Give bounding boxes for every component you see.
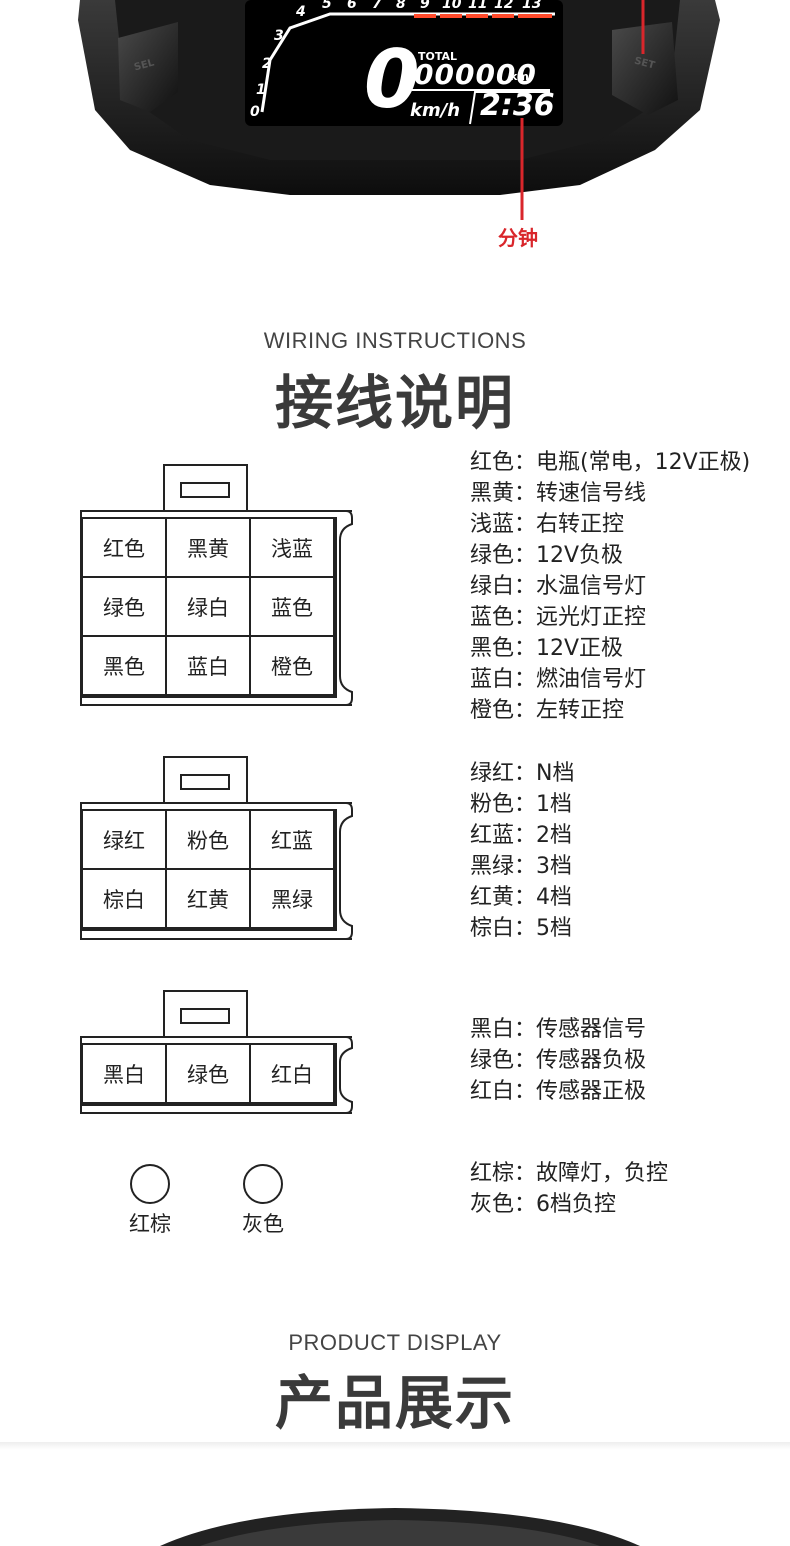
legend-item: 绿色：传感器负极 [470, 1048, 647, 1073]
pin-cell: 浅蓝 [251, 519, 335, 578]
redline-bars [414, 14, 552, 18]
singles-legend: 红棕：故障灯，负控 灰色：6档负控 [470, 1158, 668, 1220]
pin-cell: 黑白 [83, 1045, 167, 1104]
pin-cell: 橙色 [251, 637, 335, 696]
legend-item: 浅蓝：右转正控 [470, 512, 625, 537]
rpm-tick-label: 2 [262, 56, 272, 72]
product-heading-cn: 产品展示 [274, 1369, 515, 1437]
connector-latch [163, 464, 248, 512]
connector-grid: 黑白 绿色 红白 [81, 1043, 337, 1106]
rpm-tick-label: 1 [256, 82, 266, 98]
wiring-heading-en: WIRING INSTRUCTIONS [263, 328, 527, 353]
rpm-tick-label: 7 [372, 0, 382, 12]
legend-item: 粉色：1档 [470, 792, 572, 817]
connector-body [80, 802, 352, 940]
product-heading-en: PRODUCT DISPLAY [288, 1330, 502, 1355]
legend-item: 红白：传感器正极 [470, 1079, 647, 1104]
pin-cell: 绿白 [167, 578, 251, 637]
dashboard-photo: 0 1 2 3 4 5 6 7 8 9 10 11 12 13 0 km/h T… [0, 0, 790, 260]
connector-3pin: 黑白 绿色 红白 [80, 990, 356, 1114]
legend-item: 黑色：12V正极 [470, 636, 624, 661]
rpm-tick-label: 13 [522, 0, 542, 12]
legend-item: 黑绿：3档 [470, 854, 572, 879]
legend-item: 蓝色：远光灯正控 [470, 605, 647, 630]
pin-cell: 蓝白 [167, 637, 251, 696]
rpm-tick-label: 8 [396, 0, 406, 12]
rpm-tick-label: 11 [468, 0, 488, 12]
connector-grid: 绿红 粉色 红蓝 棕白 红黄 黑绿 [81, 809, 337, 931]
odometer-unit: km [510, 70, 529, 83]
connector-side [326, 1036, 353, 1114]
legend-item: 红黄：4档 [470, 885, 572, 910]
rpm-tick-label: 4 [296, 4, 306, 20]
pin-cell: 绿色 [167, 1045, 251, 1104]
pin-cell: 红色 [83, 519, 167, 578]
speed-unit: km/h [410, 100, 461, 121]
connector-grid: 红色 黑黄 浅蓝 绿色 绿白 蓝色 黑色 蓝白 橙色 [81, 517, 337, 698]
connector-latch [163, 990, 248, 1038]
pin-cell: 红蓝 [251, 811, 335, 870]
legend-item: 黑白：传感器信号 [470, 1017, 647, 1042]
single-wire-terminal [130, 1164, 170, 1204]
legend-item: 灰色：6档负控 [470, 1192, 616, 1217]
legend-item: 绿白：水温信号灯 [470, 574, 647, 599]
section-divider [0, 1442, 790, 1450]
pin-cell: 棕白 [83, 870, 167, 929]
connector-6pin: 绿红 粉色 红蓝 棕白 红黄 黑绿 [80, 756, 356, 940]
wiring-heading-cn: 接线说明 [274, 369, 515, 437]
single-wire-label: 红棕 [129, 1212, 171, 1236]
pin-cell: 绿色 [83, 578, 167, 637]
connector-body [80, 510, 352, 706]
set-button-shape [612, 22, 678, 115]
total-label: TOTAL [418, 50, 458, 63]
speed-readout: 0 [364, 33, 420, 126]
legend-item: 蓝白：燃油信号灯 [470, 667, 647, 692]
single-wire-label: 灰色 [242, 1212, 284, 1236]
rpm-tick-label: 5 [322, 0, 332, 12]
pin-cell: 红黄 [167, 870, 251, 929]
rpm-tick-label: 3 [274, 28, 284, 44]
rpm-tick-label: 12 [494, 0, 514, 12]
connector-latch [163, 756, 248, 804]
connector1-legend: 红色：电瓶(常电，12V正极) 黑黄：转速信号线 浅蓝：右转正控 绿色：12V负… [470, 447, 750, 726]
lcd-screen [245, 0, 563, 126]
rpm-tick-label: 6 [347, 0, 357, 12]
legend-item: 红蓝：2档 [470, 823, 572, 848]
minute-annotation: 分钟 [498, 226, 538, 250]
connector3-legend: 黑白：传感器信号 绿色：传感器负极 红白：传感器正极 [470, 1014, 646, 1107]
legend-item: 红棕：故障灯，负控 [470, 1161, 669, 1186]
rpm-tick-label: 9 [420, 0, 430, 12]
single-wire-terminal [243, 1164, 283, 1204]
legend-item: 绿色：12V负极 [470, 543, 624, 568]
connector-side [326, 802, 353, 940]
pin-cell: 黑黄 [167, 519, 251, 578]
pin-cell: 黑绿 [251, 870, 335, 929]
pin-cell: 蓝色 [251, 578, 335, 637]
rpm-tick-label: 10 [442, 0, 462, 12]
rpm-tick-label: 0 [250, 104, 260, 120]
pin-cell: 红白 [251, 1045, 335, 1104]
legend-item: 橙色：左转正控 [470, 698, 625, 723]
connector-9pin: 红色 黑黄 浅蓝 绿色 绿白 蓝色 黑色 蓝白 橙色 [80, 464, 356, 706]
sel-button-shape [118, 22, 178, 112]
pin-cell: 黑色 [83, 637, 167, 696]
pin-cell: 粉色 [167, 811, 251, 870]
odometer-readout: 000000 [414, 58, 537, 91]
clock-readout: 2:36 [480, 88, 555, 123]
connector2-legend: 绿红：N档 粉色：1档 红蓝：2档 黑绿：3档 红黄：4档 棕白：5档 [470, 758, 574, 944]
legend-item: 棕白：5档 [470, 916, 572, 941]
legend-item: 红色：电瓶(常电，12V正极) [470, 450, 751, 475]
legend-item: 黑黄：转速信号线 [470, 481, 647, 506]
connector-side [326, 510, 353, 706]
legend-item: 绿红：N档 [470, 761, 575, 786]
product-photo-top [160, 1508, 640, 1546]
dashboard-graphic [78, 0, 720, 220]
pin-cell: 绿红 [83, 811, 167, 870]
